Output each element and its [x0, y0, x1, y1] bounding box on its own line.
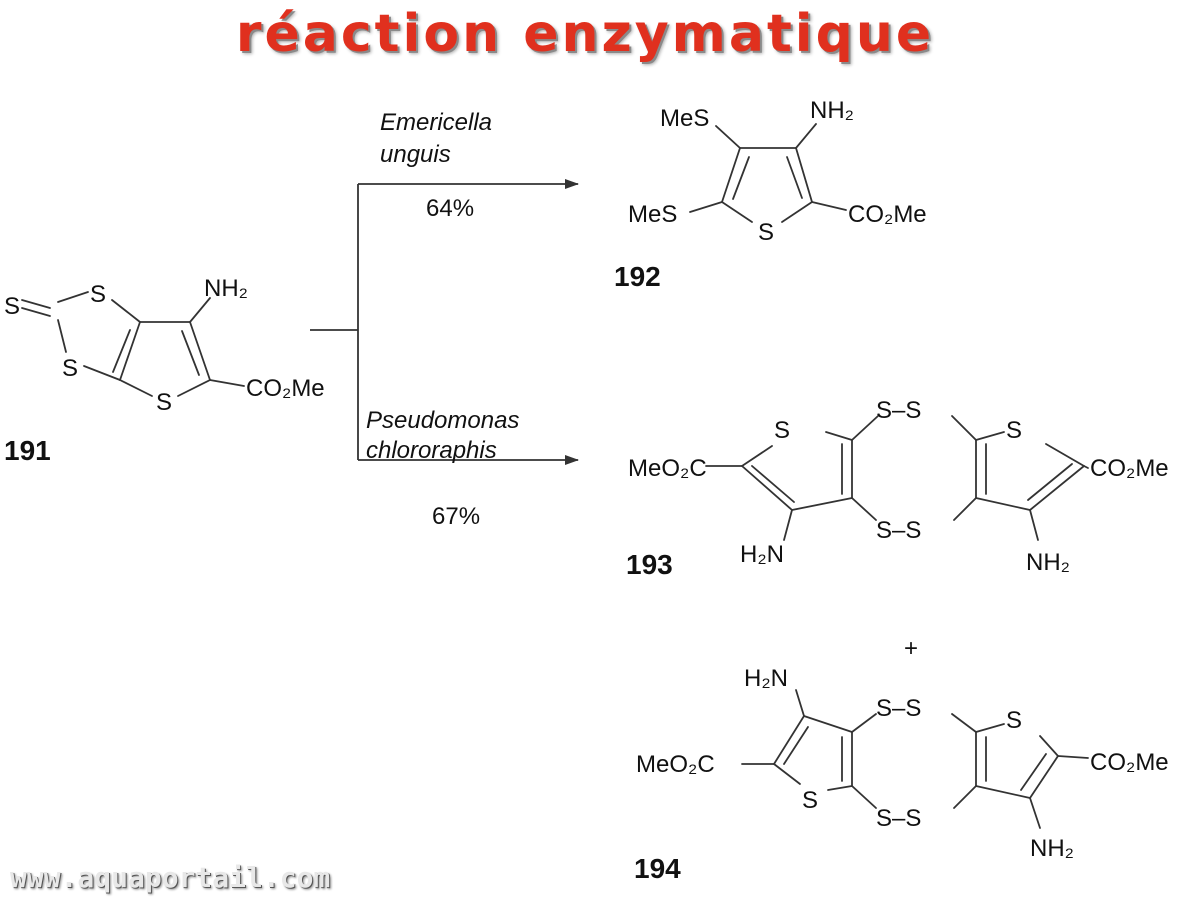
c194-nh2-right: NH₂	[1030, 835, 1074, 862]
compound-193-number: 193	[626, 549, 673, 580]
compound-194-number: 194	[634, 853, 681, 884]
compound-191-structure	[21, 291, 245, 397]
c191-thio-s: S	[156, 389, 172, 416]
c193-ss-top: S–S	[876, 397, 921, 424]
reaction-1-organism-line1: Emericella	[380, 109, 492, 136]
c191-ester: CO₂Me	[246, 375, 325, 402]
c194-ring-s-left: S	[802, 787, 818, 814]
c191-nh2: NH₂	[204, 275, 248, 302]
compound-194-structure	[741, 689, 1089, 829]
c193-ring-s-right: S	[1006, 417, 1022, 444]
compound-191-number: 191	[4, 435, 51, 466]
c192-mes-left: MeS	[628, 201, 677, 228]
c193-nh2-right: NH₂	[1026, 549, 1070, 576]
compound-192-number: 192	[614, 261, 661, 292]
c191-thione-s: S	[4, 293, 20, 320]
c194-nh2-left: H₂N	[744, 665, 788, 692]
page-title: réaction enzymatique	[235, 4, 935, 64]
reaction-1-organism-line2: unguis	[380, 141, 451, 168]
reaction-1-yield: 64%	[426, 195, 474, 222]
c194-ss-bottom: S–S	[876, 805, 921, 832]
reaction-2-organism-line1: Pseudomonas	[366, 407, 519, 434]
c192-nh2: NH₂	[810, 97, 854, 124]
c193-ring-s-left: S	[774, 417, 790, 444]
c194-ss-top: S–S	[876, 695, 921, 722]
c194-ring-s-right: S	[1006, 707, 1022, 734]
compound-193-structure	[705, 415, 1089, 541]
c193-ester-left: MeO₂C	[628, 455, 707, 482]
compound-192-structure	[689, 123, 847, 223]
reaction-arrows	[310, 179, 579, 465]
c192-ring-s: S	[758, 219, 774, 246]
reaction-2-yield: 67%	[432, 503, 480, 530]
c191-ring-s2: S	[62, 355, 78, 382]
c192-mes-top: MeS	[660, 105, 709, 132]
c193-nh2-left: H₂N	[740, 541, 784, 568]
watermark-text: www.aquaportail.com	[10, 861, 331, 894]
c193-ester-right: CO₂Me	[1090, 455, 1169, 482]
c192-ester: CO₂Me	[848, 201, 927, 228]
reaction-2-organism-line2: chlororaphis	[366, 437, 497, 464]
c194-ester-right: CO₂Me	[1090, 749, 1169, 776]
plus-sign: +	[904, 635, 918, 662]
c191-ring-s1: S	[90, 281, 106, 308]
c193-ss-bottom: S–S	[876, 517, 921, 544]
c194-ester-left: MeO₂C	[636, 751, 715, 778]
